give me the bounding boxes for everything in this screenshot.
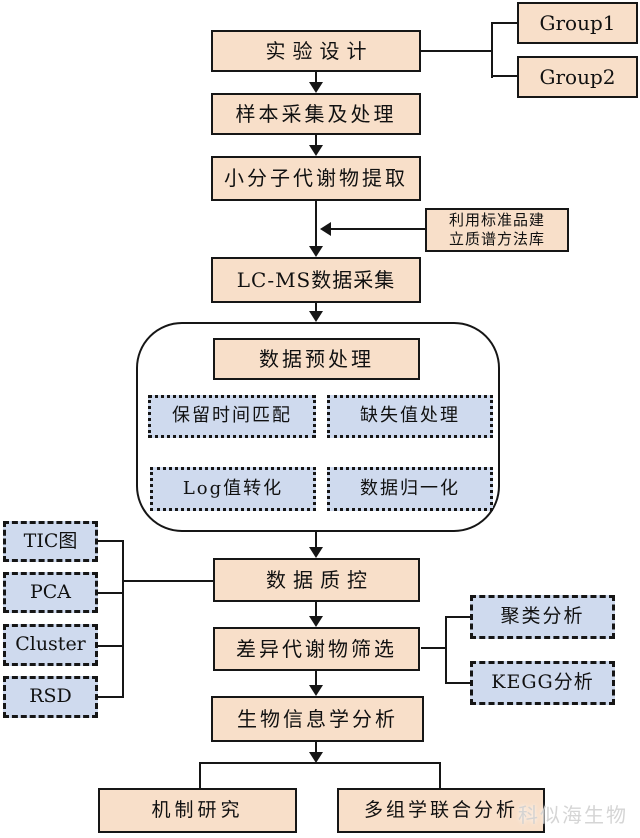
connector-line [96,592,124,594]
connector-line [315,72,317,84]
connector-line [122,540,124,698]
node-data-qc: 数据质控 [213,558,420,602]
connector-line [315,303,317,312]
arrow-down-icon [309,547,323,558]
node-data-preprocessing: 数据预处理 [213,338,420,380]
arrow-down-icon [309,752,323,763]
connector-line [96,645,124,647]
connector-line [315,602,317,617]
node-tic-plot: TIC图 [3,521,98,562]
node-retention-time-matching: 保留时间匹配 [148,395,316,438]
connector-line [445,616,447,684]
connector-line [491,22,493,78]
node-data-normalization: 数据归一化 [327,467,493,511]
node-cluster: Cluster [3,624,98,666]
node-multiomics-joint-analysis: 多组学联合分析 [337,788,545,833]
connector-line [199,763,201,788]
node-missing-value-handling: 缺失值处理 [327,395,493,438]
node-mechanism-research: 机制研究 [98,788,297,833]
node-log-transformation: Log值转化 [150,467,316,511]
node-group2: Group2 [517,56,638,98]
connector-line [446,616,470,618]
node-cluster-analysis: 聚类分析 [470,595,615,639]
arrow-left-icon [320,222,331,236]
connector-line [439,763,441,788]
node-differential-metabolite-screening: 差异代谢物筛选 [213,627,420,671]
node-bioinformatics-analysis: 生物信息学分析 [211,696,424,742]
arrow-down-icon [309,685,323,696]
connector-line [315,201,317,247]
arrow-down-icon [309,311,323,322]
standards-note-line2: 立质谱方法库 [448,230,545,248]
connector-line [330,228,425,230]
node-kegg-analysis: KEGG分析 [470,661,615,705]
connector-line [421,50,493,52]
node-metabolite-extraction: 小分子代谢物提取 [211,156,421,201]
standards-note-line1: 利用标准品建 [448,211,545,230]
arrow-down-icon [309,82,323,93]
connector-line [446,682,470,684]
connector-line [96,696,124,698]
node-sample-collection: 样本采集及处理 [211,93,421,135]
connector-line [315,742,317,753]
connector-line [315,532,317,548]
connector-line [492,75,517,77]
connector-line [123,580,213,582]
node-group1: Group1 [517,2,638,44]
node-pca: PCA [3,572,98,613]
connector-line [315,135,317,146]
connector-line [421,647,447,649]
arrow-down-icon [309,145,323,156]
node-rsd: RSD [3,676,98,718]
watermark: 科似海生物 [518,803,628,827]
node-lcms-acquisition: LC-MS数据采集 [211,257,421,303]
node-standards-library-note: 利用标准品建 立质谱方法库 [425,208,569,252]
connector-line [96,540,124,542]
connector-line [315,671,317,686]
arrow-down-icon [309,616,323,627]
connector-line [492,22,517,24]
node-experiment-design: 实验设计 [211,30,421,72]
connector-line [199,762,441,764]
arrow-down-icon [309,246,323,257]
